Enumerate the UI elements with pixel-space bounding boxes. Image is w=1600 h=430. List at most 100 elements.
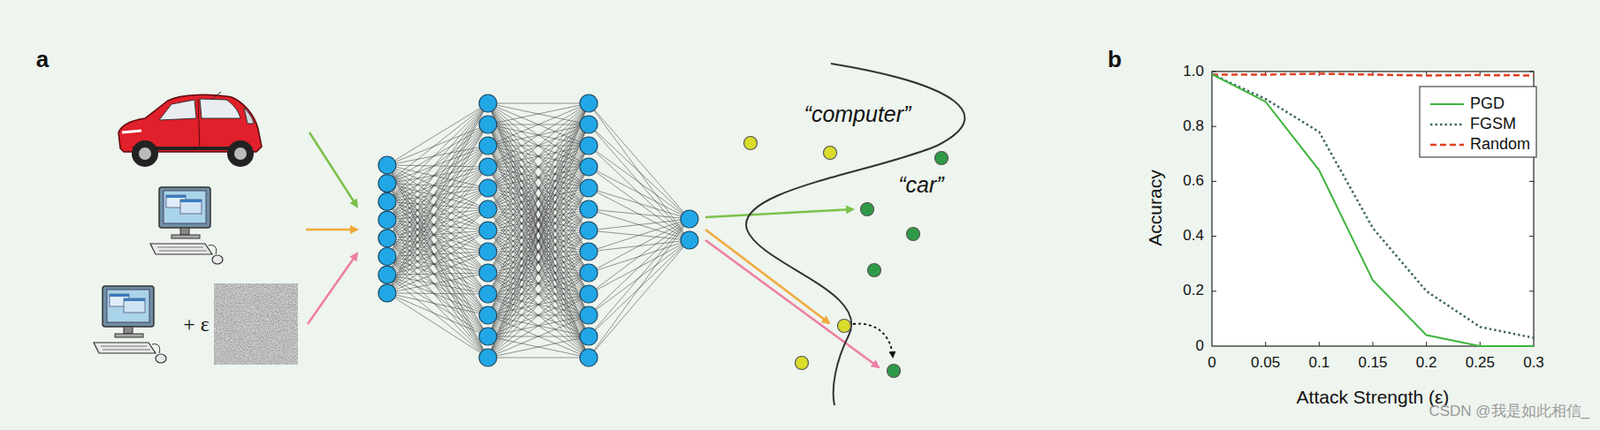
network-weight [387, 183, 488, 274]
network-weight [487, 188, 589, 359]
shift-arrow [853, 324, 893, 358]
network-weight [387, 257, 488, 338]
network-weight [487, 188, 589, 359]
neuron [479, 158, 497, 176]
network-weight [387, 209, 488, 294]
output-arrow [705, 209, 854, 218]
neuron [680, 231, 699, 250]
network-weight [588, 167, 690, 241]
network-weight [387, 167, 488, 294]
network-weight [387, 124, 488, 166]
x-tick-label: 0.2 [1416, 355, 1438, 373]
network-weight [387, 274, 488, 337]
network-weight [387, 167, 488, 184]
x-tick-label: 0.1 [1309, 355, 1331, 373]
network-weight [487, 103, 589, 146]
network-weight [588, 103, 690, 220]
neuron [479, 243, 497, 261]
legend-text: FGSM [1470, 115, 1517, 134]
network-weight [387, 124, 488, 275]
axis-title: Accuracy [1143, 170, 1165, 247]
neuron [479, 327, 497, 346]
perturbation-label: + ε [182, 312, 210, 336]
network-weight [387, 183, 488, 359]
network-weight [387, 165, 488, 295]
network-weight [387, 293, 488, 337]
computer-picture [93, 286, 167, 364]
y-tick-label: 1.0 [1182, 63, 1204, 81]
neuron [479, 115, 497, 134]
network-weight [387, 103, 488, 239]
network-weight [387, 103, 488, 202]
network-weight [387, 124, 488, 258]
network-weight [487, 336, 589, 359]
network-weight [387, 183, 488, 337]
network-weight [387, 103, 488, 258]
neuron [579, 221, 598, 240]
neuron [579, 200, 598, 219]
network-weight [387, 238, 488, 359]
neuron [579, 179, 598, 198]
network-weight [588, 219, 690, 252]
network-weight [387, 273, 488, 294]
network-weight [387, 201, 488, 295]
network-weight [487, 124, 589, 359]
network-weight [487, 103, 589, 125]
neuron [378, 192, 397, 211]
network-weight [487, 103, 589, 295]
network-weight [487, 273, 589, 359]
network-weight [588, 240, 690, 359]
network-weight [487, 103, 589, 189]
x-tick-label: 0.25 [1465, 355, 1495, 373]
network-weight [387, 103, 488, 294]
network-weight [487, 103, 589, 295]
network-weight [387, 103, 488, 275]
legend-sample [1430, 103, 1464, 106]
network-weight [487, 103, 589, 105]
neural-network [378, 94, 699, 367]
data-points [744, 137, 949, 379]
network-weight [487, 124, 589, 359]
network-weight [387, 167, 488, 258]
network-weight [487, 358, 589, 359]
legend-text: Random [1470, 136, 1531, 154]
neuron [378, 211, 397, 229]
network-weight [588, 219, 690, 231]
neuron [579, 327, 598, 346]
input-arrow [309, 132, 358, 207]
decision-boundary [746, 63, 965, 406]
network-weight [487, 209, 589, 359]
network-weight [588, 145, 690, 220]
network-weight [387, 251, 488, 294]
neuron [579, 243, 598, 261]
network-weight [387, 201, 488, 231]
network-weight [487, 103, 589, 337]
network-weight [588, 124, 690, 241]
class-label: “car” [898, 173, 944, 199]
network-weight [487, 103, 589, 125]
y-tick-label: 0.2 [1182, 282, 1204, 300]
y-tick-label: 0 [1196, 338, 1204, 356]
network-weight [487, 103, 589, 231]
network-weight [387, 257, 488, 296]
neuron [378, 156, 397, 175]
network-weight [487, 315, 589, 359]
y-tick-label: 0.4 [1182, 228, 1204, 245]
neuron [579, 285, 598, 304]
network-weight [387, 124, 488, 294]
neuron [378, 175, 397, 193]
legend-sample [1430, 123, 1464, 127]
x-tick-label: 0.3 [1523, 355, 1545, 373]
neuron [378, 229, 397, 248]
network-weight [387, 145, 488, 294]
output-arrow [705, 229, 830, 324]
network-weight [588, 124, 690, 220]
network-weight [487, 145, 589, 359]
network-weight [387, 103, 488, 184]
network-weight [487, 103, 589, 337]
network-weight [588, 188, 690, 220]
network-weight [588, 145, 690, 241]
network-weight [387, 124, 488, 239]
network-weight [487, 103, 589, 274]
x-tick-label: 0.15 [1357, 355, 1387, 373]
